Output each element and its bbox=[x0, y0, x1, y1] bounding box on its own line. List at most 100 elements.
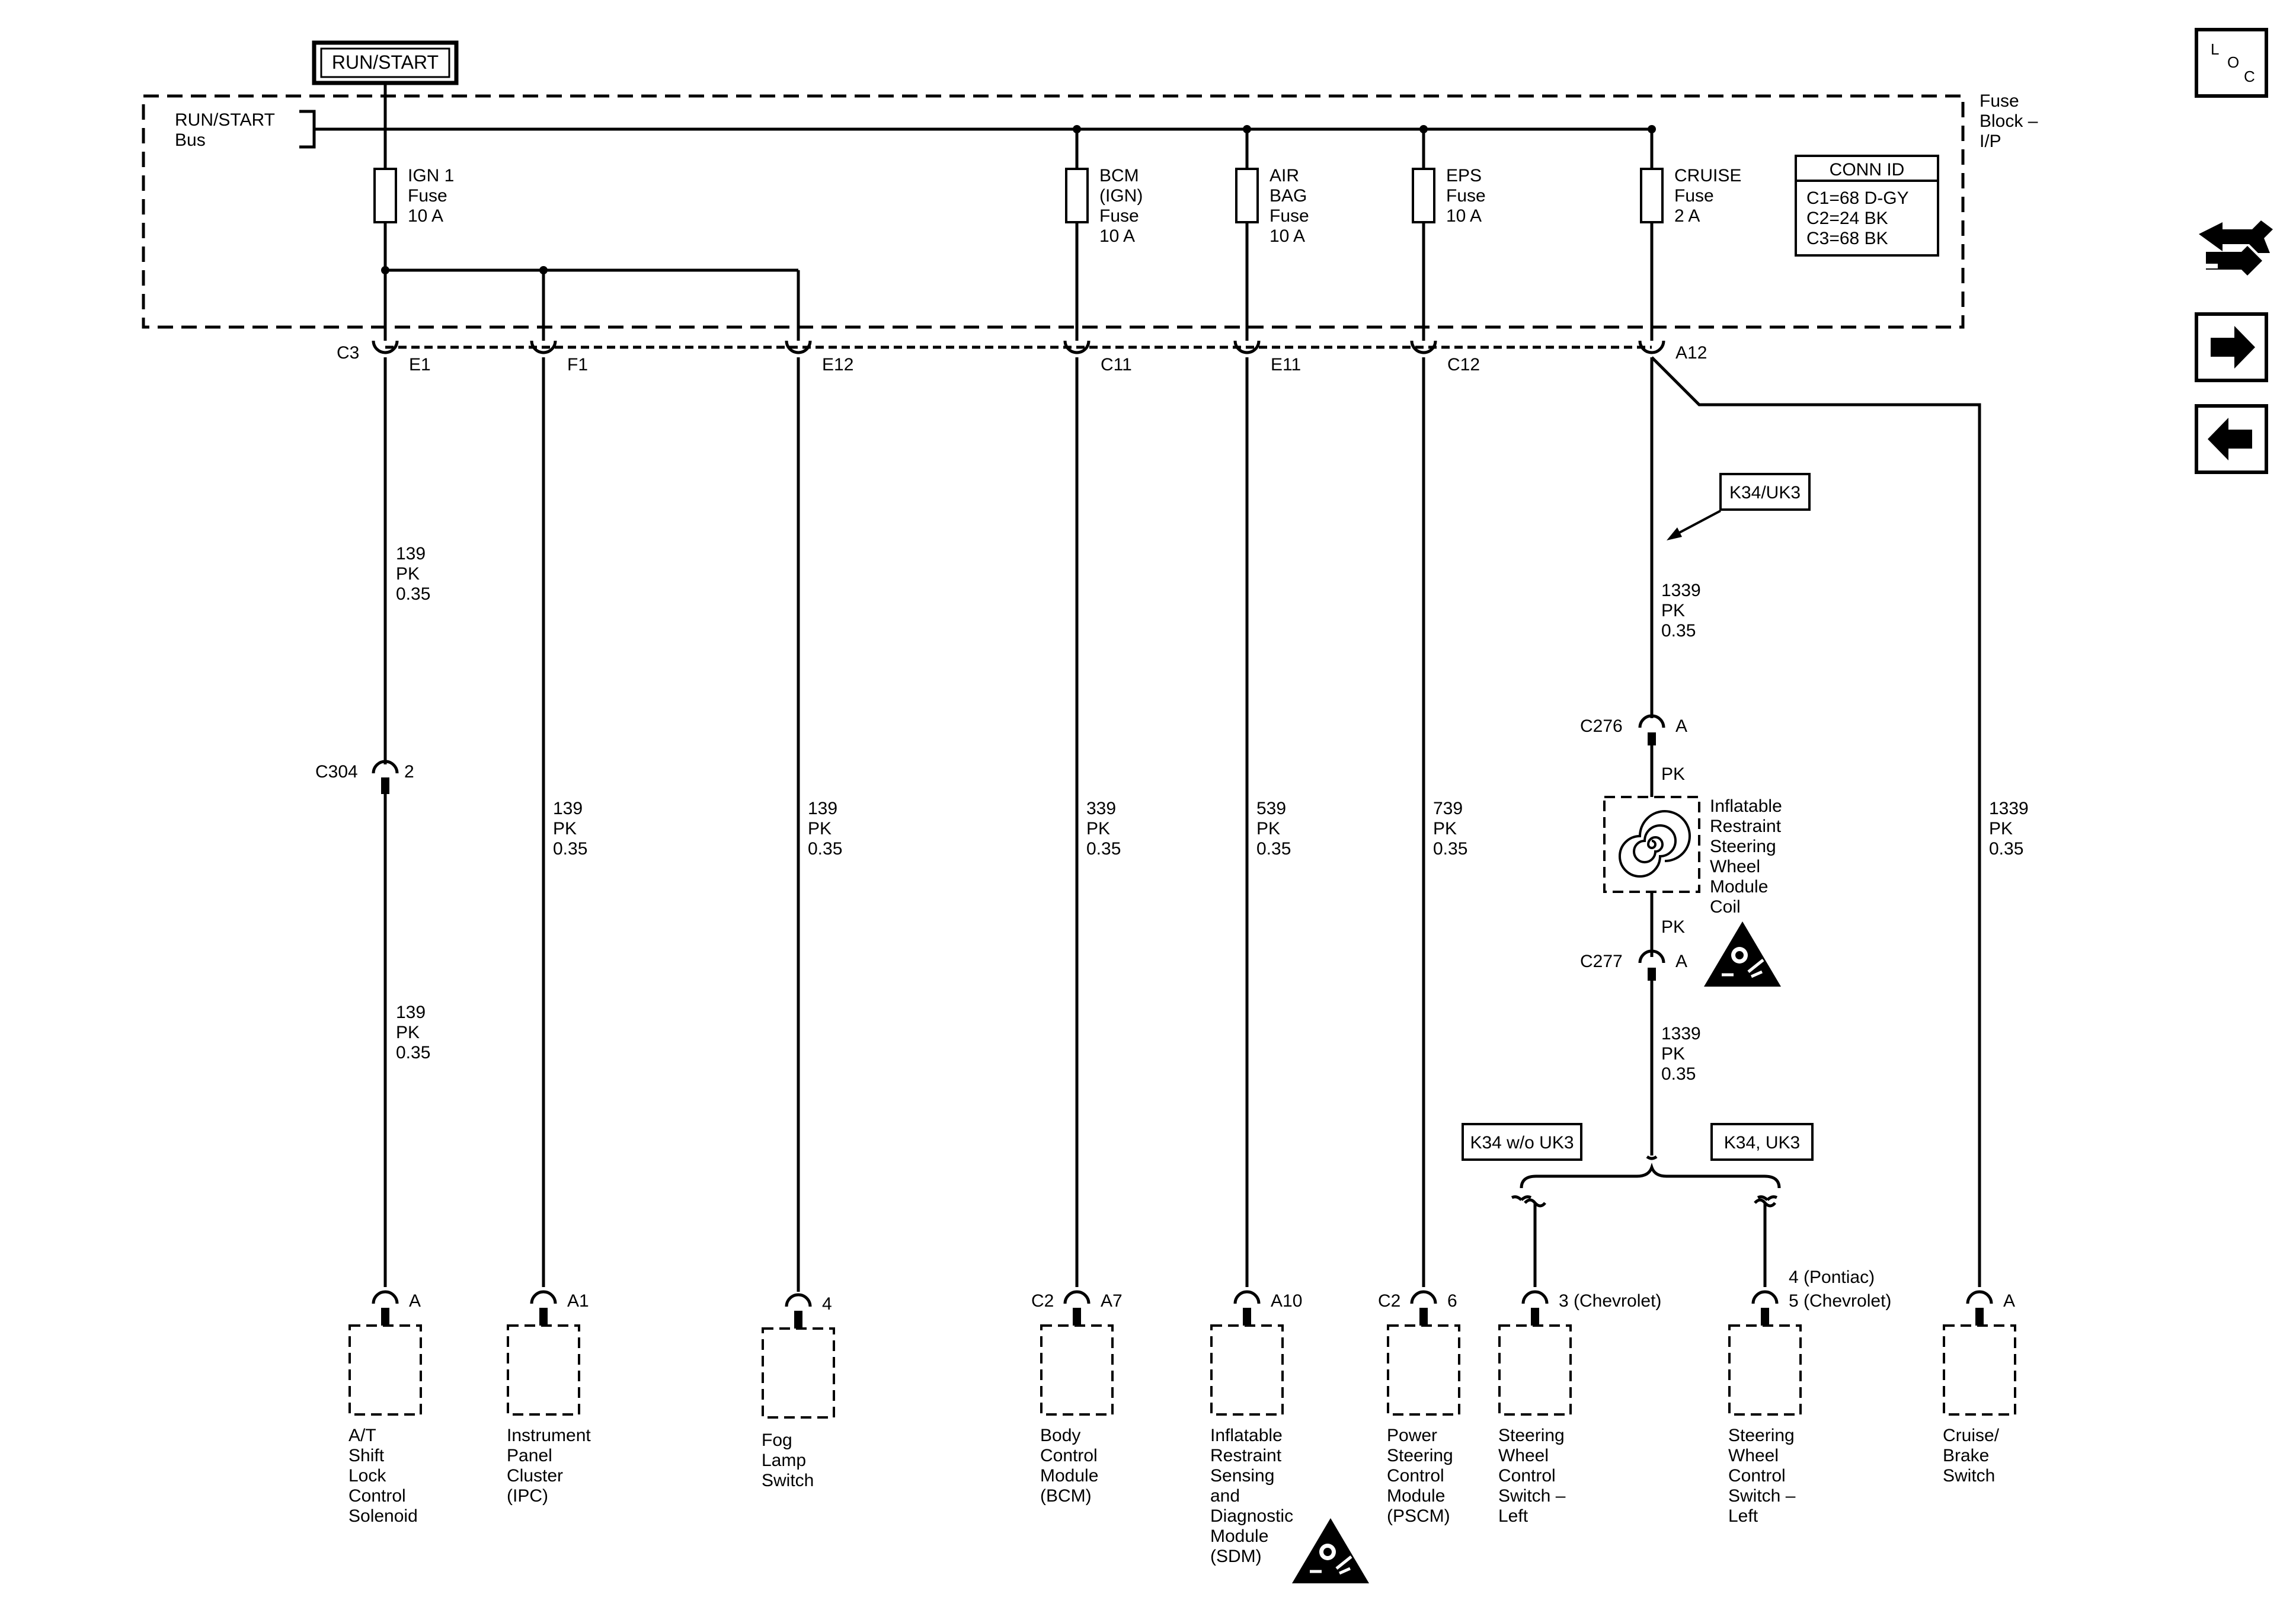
svg-text:PK: PK bbox=[1256, 819, 1280, 838]
svg-text:Lamp: Lamp bbox=[762, 1451, 806, 1470]
arrow-right-icon[interactable] bbox=[2195, 312, 2268, 382]
pin-c12: C12 bbox=[1447, 355, 1480, 375]
svg-text:Solenoid: Solenoid bbox=[348, 1506, 418, 1526]
svg-text:0.35: 0.35 bbox=[396, 584, 430, 604]
pin-e1: E1 bbox=[409, 355, 431, 375]
svg-text:K34, UK3: K34, UK3 bbox=[1724, 1133, 1800, 1153]
svg-text:Control: Control bbox=[1040, 1446, 1098, 1465]
svg-text:A/T: A/T bbox=[348, 1426, 376, 1445]
svg-text:(PSCM): (PSCM) bbox=[1387, 1506, 1450, 1526]
svg-text:Module: Module bbox=[1710, 877, 1768, 897]
component-sdm: Inflatable Restraint Sensing and Diagnos… bbox=[1210, 1426, 1293, 1566]
svg-text:139: 139 bbox=[396, 1003, 426, 1022]
svg-text:539: 539 bbox=[1256, 799, 1286, 818]
svg-text:10 A: 10 A bbox=[1446, 206, 1482, 226]
c276-pin: A bbox=[1675, 716, 1687, 736]
wire-label-1339-lower: 1339 PK 0.35 bbox=[1661, 1024, 1701, 1084]
svg-text:IGN 1: IGN 1 bbox=[408, 166, 454, 185]
c277-label: C277 bbox=[1580, 952, 1623, 971]
wire-label-339: 339 PK 0.35 bbox=[1086, 799, 1121, 859]
wire-break-right bbox=[1757, 1195, 1778, 1201]
svg-text:AIR: AIR bbox=[1269, 166, 1299, 185]
component-swc-left-2: Steering Wheel Control Switch – Left bbox=[1728, 1426, 1796, 1526]
comp-conn-pscm: C2 bbox=[1378, 1291, 1400, 1311]
svg-text:BCM: BCM bbox=[1099, 166, 1139, 185]
wiring-harness-icon[interactable] bbox=[2199, 220, 2273, 276]
svg-text:Lock: Lock bbox=[348, 1466, 386, 1486]
svg-text:0.35: 0.35 bbox=[396, 1043, 430, 1062]
c3-pin-sockets bbox=[372, 340, 1665, 354]
arrow-left-icon[interactable] bbox=[2195, 404, 2268, 474]
comp-pin-swc-1: 3 (Chevrolet) bbox=[1559, 1291, 1661, 1311]
wire-label-539: 539 PK 0.35 bbox=[1256, 799, 1291, 859]
svg-text:10 A: 10 A bbox=[1099, 226, 1135, 246]
fuse-symbol-eps bbox=[1412, 168, 1435, 223]
svg-text:Fuse: Fuse bbox=[1099, 206, 1139, 226]
svg-text:0.35: 0.35 bbox=[1661, 1064, 1696, 1084]
wire-label-139-4: 139 PK 0.35 bbox=[808, 799, 842, 859]
svg-text:Fuse: Fuse bbox=[1446, 186, 1486, 206]
svg-text:C: C bbox=[2244, 68, 2255, 85]
svg-text:1339: 1339 bbox=[1661, 1024, 1701, 1044]
airbag-warning-icon-sdm bbox=[1292, 1518, 1369, 1583]
svg-text:1339: 1339 bbox=[1989, 799, 2029, 818]
c304-inline-connector bbox=[372, 760, 399, 794]
svg-text:Wheel: Wheel bbox=[1710, 857, 1760, 876]
svg-text:Left: Left bbox=[1498, 1506, 1528, 1526]
svg-text:Control: Control bbox=[1498, 1466, 1556, 1486]
svg-text:Sensing: Sensing bbox=[1210, 1466, 1274, 1486]
svg-text:L: L bbox=[2211, 40, 2219, 58]
svg-text:739: 739 bbox=[1433, 799, 1463, 818]
svg-text:PK: PK bbox=[1433, 819, 1457, 838]
svg-text:K34/UK3: K34/UK3 bbox=[1729, 483, 1801, 502]
svg-text:(IPC): (IPC) bbox=[507, 1486, 548, 1506]
c277-inline-connector bbox=[1638, 949, 1665, 981]
component-ipc: Instrument Panel Cluster (IPC) bbox=[507, 1426, 591, 1506]
airbag-warning-icon bbox=[1704, 921, 1781, 987]
comp-pin-fog: 4 bbox=[822, 1294, 832, 1314]
svg-text:K34 w/o UK3: K34 w/o UK3 bbox=[1470, 1133, 1574, 1153]
run-start-header: RUN/START bbox=[312, 40, 459, 85]
fuse-symbol-bcm bbox=[1065, 168, 1089, 223]
pin-f1: F1 bbox=[567, 355, 588, 375]
svg-text:Instrument: Instrument bbox=[507, 1426, 591, 1445]
svg-text:Steering: Steering bbox=[1387, 1446, 1453, 1465]
loc-icon[interactable]: L O C bbox=[2195, 28, 2268, 98]
component-connectors bbox=[372, 1290, 1993, 1329]
conn-id-line-1: C1=68 D-GY bbox=[1806, 188, 1909, 208]
svg-text:PK: PK bbox=[1661, 601, 1685, 620]
comp-pin-swc-2b: 5 (Chevrolet) bbox=[1789, 1291, 1891, 1311]
svg-text:PK: PK bbox=[553, 819, 577, 838]
svg-text:0.35: 0.35 bbox=[1661, 621, 1696, 641]
pin-a12: A12 bbox=[1675, 343, 1707, 363]
wire-swc-left-2-cap bbox=[1754, 1198, 1776, 1208]
svg-text:EPS: EPS bbox=[1446, 166, 1482, 185]
conn-id-line-2: C2=24 BK bbox=[1806, 209, 1888, 228]
svg-text:0.35: 0.35 bbox=[1086, 839, 1121, 859]
svg-text:Restraint: Restraint bbox=[1710, 817, 1782, 836]
fuse-label-cruise: CRUISE Fuse 2 A bbox=[1674, 166, 1741, 226]
svg-text:10 A: 10 A bbox=[408, 206, 443, 226]
svg-text:1339: 1339 bbox=[1661, 581, 1701, 600]
svg-text:and: and bbox=[1210, 1486, 1240, 1506]
wire-break-left bbox=[1511, 1195, 1532, 1201]
svg-text:Switch –: Switch – bbox=[1728, 1486, 1796, 1506]
svg-text:139: 139 bbox=[396, 544, 426, 564]
svg-text:Control: Control bbox=[348, 1486, 406, 1506]
svg-text:Module: Module bbox=[1387, 1486, 1445, 1506]
svg-text:0.35: 0.35 bbox=[1989, 839, 2023, 859]
ign1-junction-1 bbox=[381, 266, 389, 274]
svg-text:(IGN): (IGN) bbox=[1099, 186, 1143, 206]
comp-pin-ipc: A1 bbox=[567, 1291, 589, 1311]
svg-text:0.35: 0.35 bbox=[1256, 839, 1291, 859]
svg-text:PK: PK bbox=[1661, 1044, 1685, 1064]
svg-text:Cruise/: Cruise/ bbox=[1943, 1426, 2000, 1445]
svg-text:Fuse: Fuse bbox=[408, 186, 447, 206]
wire-swc-left-1-cap bbox=[1524, 1198, 1546, 1208]
svg-text:PK: PK bbox=[808, 819, 832, 838]
fuse-block-label-2: Block – bbox=[1980, 111, 2038, 131]
svg-text:Switch –: Switch – bbox=[1498, 1486, 1566, 1506]
svg-text:Steering: Steering bbox=[1710, 837, 1776, 856]
svg-text:(BCM): (BCM) bbox=[1040, 1486, 1092, 1506]
c276-label: C276 bbox=[1580, 716, 1623, 736]
